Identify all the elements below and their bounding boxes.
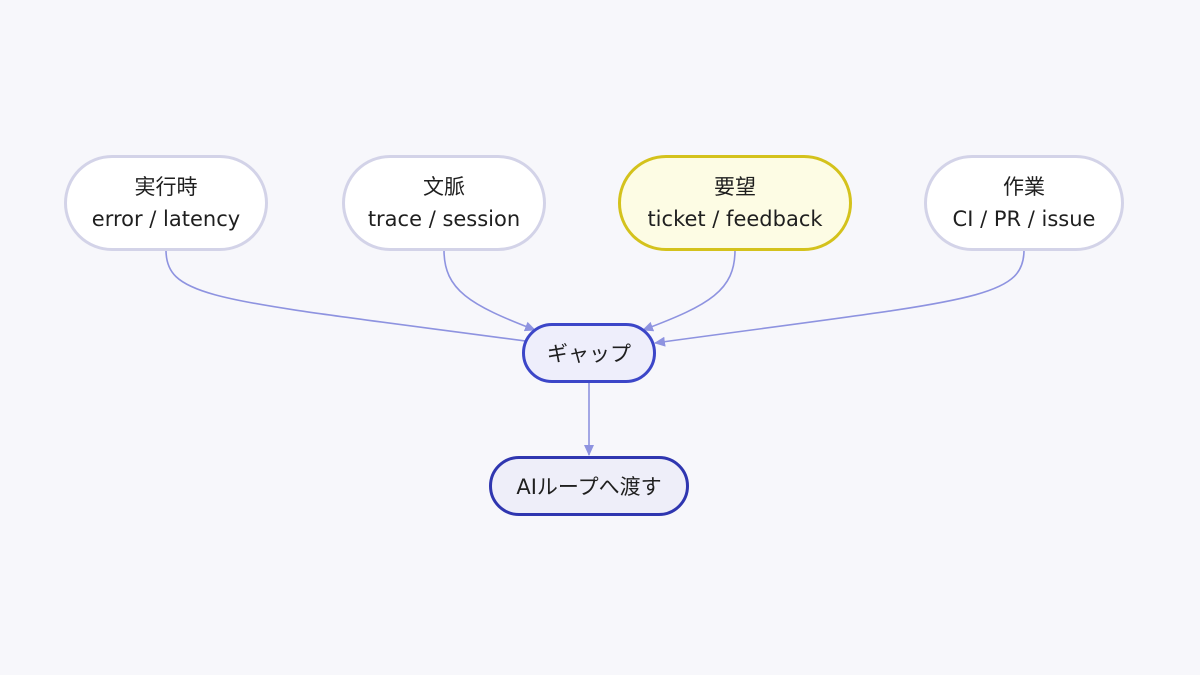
node-request[interactable]: 要望 ticket / feedback [618,155,852,251]
edge-request-to-gap [642,249,736,332]
node-request-title: 要望 [714,175,756,199]
node-context-title: 文脈 [423,175,465,199]
node-work[interactable]: 作業 CI / PR / issue [924,155,1124,251]
node-output-label: AIループへ渡す [516,475,662,499]
edge-work-to-gap [654,249,1025,347]
node-gap-label: ギャップ [547,342,631,366]
node-context-detail: trace / session [367,207,521,231]
edge-runtime-to-gap [165,249,541,347]
node-work-detail: CI / PR / issue [952,207,1096,231]
node-runtime-title: 実行時 [134,175,198,199]
node-runtime-detail: error / latency [91,207,241,231]
node-output[interactable]: AIループへ渡す [489,456,689,516]
node-request-detail: ticket / feedback [647,207,823,231]
node-runtime[interactable]: 実行時 error / latency [64,155,268,251]
node-gap[interactable]: ギャップ [522,323,656,383]
node-work-title: 作業 [1003,175,1045,199]
node-context[interactable]: 文脈 trace / session [342,155,546,251]
edge-context-to-gap [443,249,536,332]
